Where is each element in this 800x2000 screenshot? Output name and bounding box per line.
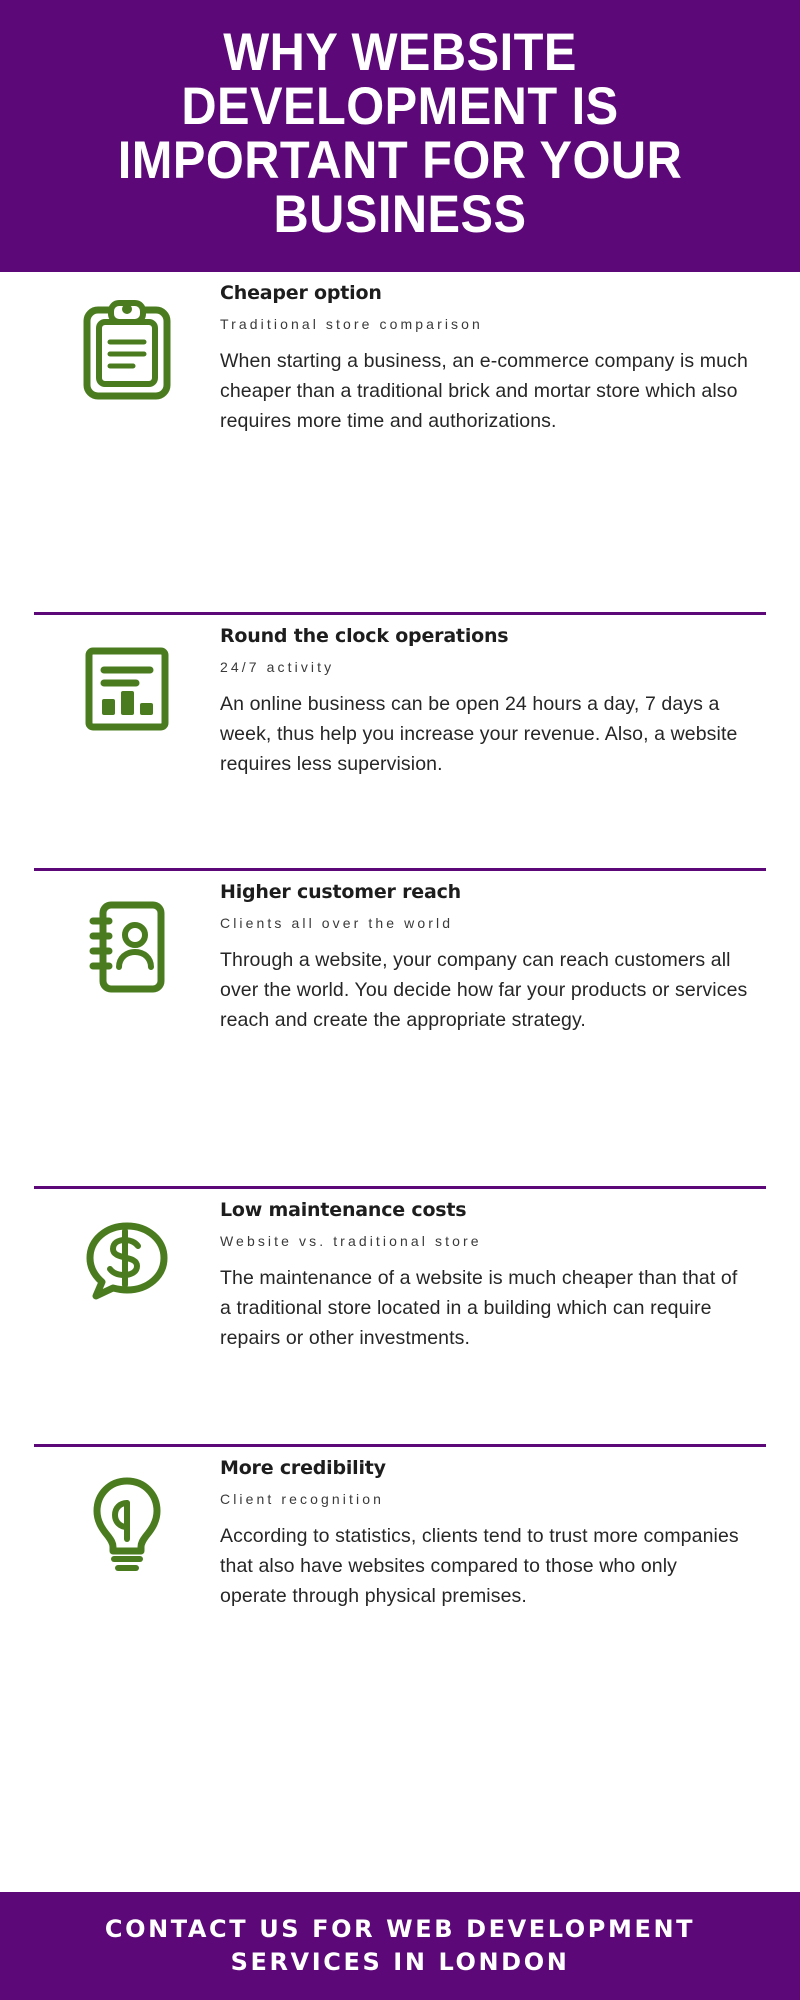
card-subtitle: Traditional store comparison <box>220 316 483 332</box>
text-cell: Round the clock operations 24/7 activity… <box>220 615 766 780</box>
divider-wrap <box>0 868 800 871</box>
card-body: The maintenance of a website is much che… <box>220 1267 738 1350</box>
icon-cell <box>34 871 220 997</box>
text-cell: Cheaper option Traditional store compari… <box>220 272 766 437</box>
benefit-row-round-the-clock: Round the clock operations 24/7 activity… <box>0 615 800 868</box>
card-title: Cheaper option <box>220 282 382 304</box>
benefit-row-more-credibility: More credibility Client recognition Acco… <box>0 1447 800 1699</box>
page-title: WHY WEBSITE DEVELOPMENT IS IMPORTANT FOR… <box>117 22 683 245</box>
section-divider <box>34 612 766 615</box>
benefit-row-cheaper-option: Cheaper option Traditional store compari… <box>0 272 800 612</box>
icon-cell <box>34 1447 220 1573</box>
card-subtitle: Client recognition <box>220 1491 384 1507</box>
footer-cta-text: CONTACT US FOR WEB DEVELOPMENT SERVICES … <box>104 1914 696 1976</box>
card-title: More credibility <box>220 1457 386 1479</box>
benefits-list: Cheaper option Traditional store compari… <box>0 272 800 1892</box>
section-divider <box>34 1444 766 1447</box>
icon-cell <box>34 272 220 402</box>
dollar-speech-bubble-icon <box>79 1215 175 1311</box>
card-title: Low maintenance costs <box>220 1199 467 1221</box>
text-cell: Low maintenance costs Website vs. tradit… <box>220 1189 766 1354</box>
text-cell: Higher customer reach Clients all over t… <box>220 871 766 1036</box>
icon-cell <box>34 1189 220 1311</box>
bar-chart-icon <box>79 641 175 737</box>
icon-cell <box>34 615 220 737</box>
text-cell: More credibility Client recognition Acco… <box>220 1447 766 1612</box>
footer-cta-banner: CONTACT US FOR WEB DEVELOPMENT SERVICES … <box>0 1892 800 2000</box>
card-body: When starting a business, an e-commerce … <box>220 350 748 433</box>
card-subtitle: 24/7 activity <box>220 659 335 675</box>
card-body: An online business can be open 24 hours … <box>220 693 738 776</box>
card-title: Round the clock operations <box>220 625 509 647</box>
divider-wrap <box>0 612 800 615</box>
benefit-row-customer-reach: Higher customer reach Clients all over t… <box>0 871 800 1186</box>
card-subtitle: Website vs. traditional store <box>220 1233 482 1249</box>
clipboard-icon <box>79 298 175 402</box>
card-body: Through a website, your company can reac… <box>220 949 748 1032</box>
lightbulb-icon <box>79 1473 175 1573</box>
section-divider <box>34 868 766 871</box>
section-divider <box>34 1186 766 1189</box>
card-body: According to statistics, clients tend to… <box>220 1525 739 1608</box>
address-book-icon <box>79 897 175 997</box>
benefit-row-low-maintenance: Low maintenance costs Website vs. tradit… <box>0 1189 800 1444</box>
divider-wrap <box>0 1444 800 1447</box>
card-subtitle: Clients all over the world <box>220 915 454 931</box>
divider-wrap <box>0 1186 800 1189</box>
header-banner: WHY WEBSITE DEVELOPMENT IS IMPORTANT FOR… <box>0 0 800 272</box>
card-title: Higher customer reach <box>220 881 461 903</box>
